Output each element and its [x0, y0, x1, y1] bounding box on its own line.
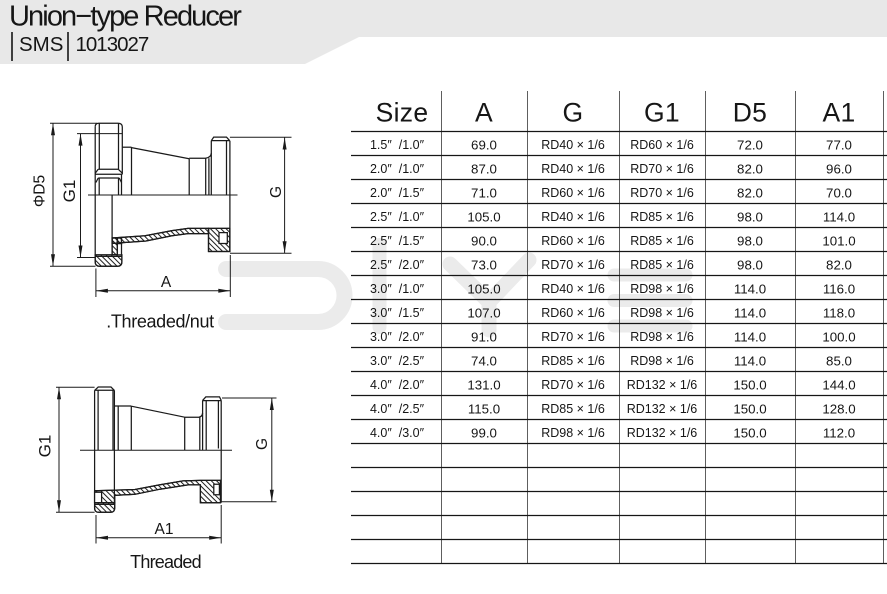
svg-text:3.0″ /1.0″: 3.0″ /1.0″	[370, 282, 425, 296]
svg-text:100.0: 100.0	[822, 329, 855, 344]
svg-text:4.0″ /2.5″: 4.0″ /2.5″	[370, 402, 425, 416]
svg-text:RD70 × 1/6: RD70 × 1/6	[541, 378, 605, 392]
svg-text:4.0″ /3.0″: 4.0″ /3.0″	[370, 426, 425, 440]
svg-text:RD70 × 1/6: RD70 × 1/6	[541, 330, 605, 344]
svg-text:3.0″ /1.5″: 3.0″ /1.5″	[370, 306, 425, 320]
svg-text:77.0: 77.0	[826, 137, 852, 152]
svg-text:A: A	[475, 98, 493, 128]
svg-text:114.0: 114.0	[734, 329, 766, 344]
svg-text:112.0: 112.0	[823, 425, 855, 440]
svg-text:G1: G1	[644, 98, 680, 128]
svg-text:107.0: 107.0	[467, 305, 500, 320]
svg-text:150.0: 150.0	[733, 401, 766, 416]
svg-text:RD132 × 1/6: RD132 × 1/6	[627, 402, 698, 416]
svg-text:RD70 × 1/6: RD70 × 1/6	[630, 162, 694, 176]
svg-text:RD85 × 1/6: RD85 × 1/6	[630, 258, 694, 272]
svg-text:G: G	[268, 186, 285, 198]
svg-text:A1: A1	[822, 98, 855, 128]
svg-text:91.0: 91.0	[471, 329, 497, 344]
svg-text:RD60 × 1/6: RD60 × 1/6	[541, 186, 605, 200]
svg-text:114.0: 114.0	[734, 353, 766, 368]
svg-text:4.0″ /2.0″: 4.0″ /2.0″	[370, 378, 425, 392]
svg-text:105.0: 105.0	[467, 209, 500, 224]
svg-text:73.0: 73.0	[471, 257, 497, 272]
svg-text:98.0: 98.0	[737, 257, 763, 272]
svg-text:RD70 × 1/6: RD70 × 1/6	[541, 258, 605, 272]
svg-text:RD40 × 1/6: RD40 × 1/6	[541, 162, 605, 176]
svg-text:72.0: 72.0	[737, 137, 763, 152]
svg-text:ΦD5: ΦD5	[32, 175, 49, 207]
svg-text:114.0: 114.0	[734, 281, 766, 296]
svg-text:RD40 × 1/6: RD40 × 1/6	[541, 282, 605, 296]
svg-text:RD98 × 1/6: RD98 × 1/6	[630, 306, 694, 320]
svg-text:G: G	[563, 98, 584, 128]
svg-text:RD60 × 1/6: RD60 × 1/6	[541, 234, 605, 248]
svg-text:74.0: 74.0	[471, 353, 497, 368]
svg-text:RD98 × 1/6: RD98 × 1/6	[630, 354, 694, 368]
svg-text:1013027: 1013027	[76, 33, 149, 56]
svg-text:RD85 × 1/6: RD85 × 1/6	[630, 210, 694, 224]
svg-text:82.0: 82.0	[737, 185, 763, 200]
svg-text:82.0: 82.0	[826, 257, 852, 272]
svg-text:RD132 × 1/6: RD132 × 1/6	[627, 426, 698, 440]
svg-text:2.5″ /1.5″: 2.5″ /1.5″	[370, 234, 425, 248]
svg-text:RD98 × 1/6: RD98 × 1/6	[630, 330, 694, 344]
svg-text:RD40 × 1/6: RD40 × 1/6	[541, 138, 605, 152]
svg-text:D5: D5	[733, 98, 767, 128]
svg-text:71.0: 71.0	[471, 185, 497, 200]
svg-text:131.0: 131.0	[467, 377, 500, 392]
svg-text:RD98 × 1/6: RD98 × 1/6	[630, 282, 694, 296]
svg-text:RD85 × 1/6: RD85 × 1/6	[630, 234, 694, 248]
svg-text:A: A	[161, 274, 172, 291]
svg-text:2.5″ /1.0″: 2.5″ /1.0″	[370, 210, 425, 224]
svg-text:144.0: 144.0	[822, 377, 855, 392]
svg-text:2.0″ /1.5″: 2.0″ /1.5″	[370, 186, 425, 200]
svg-text:70.0: 70.0	[826, 185, 852, 200]
svg-text:2.0″ /1.0″: 2.0″ /1.0″	[370, 162, 425, 176]
svg-text:98.0: 98.0	[737, 209, 763, 224]
svg-text:3.0″ /2.5″: 3.0″ /2.5″	[370, 354, 425, 368]
svg-text:1.5″ /1.0″: 1.5″ /1.0″	[370, 138, 425, 152]
svg-text:99.0: 99.0	[471, 425, 497, 440]
svg-text:.Threaded/nut: .Threaded/nut	[106, 312, 214, 332]
svg-text:SMS: SMS	[19, 33, 63, 56]
svg-text:A1: A1	[155, 521, 174, 538]
svg-text:87.0: 87.0	[471, 161, 497, 176]
svg-text:RD132 × 1/6: RD132 × 1/6	[627, 378, 698, 392]
svg-text:RD98 × 1/6: RD98 × 1/6	[541, 426, 605, 440]
svg-text:G: G	[254, 438, 271, 450]
svg-text:RD85 × 1/6: RD85 × 1/6	[541, 354, 605, 368]
svg-text:2.5″ /2.0″: 2.5″ /2.0″	[370, 258, 425, 272]
svg-text:Union−type Reducer: Union−type Reducer	[9, 1, 242, 33]
svg-text:3.0″ /2.0″: 3.0″ /2.0″	[370, 330, 425, 344]
svg-text:Threaded: Threaded	[130, 552, 201, 572]
svg-text:116.0: 116.0	[823, 281, 855, 296]
svg-text:69.0: 69.0	[471, 137, 497, 152]
svg-text:85.0: 85.0	[826, 353, 852, 368]
svg-text:101.0: 101.0	[822, 233, 855, 248]
svg-text:RD40 × 1/6: RD40 × 1/6	[541, 210, 605, 224]
svg-text:RD60 × 1/6: RD60 × 1/6	[630, 138, 694, 152]
svg-text:Size: Size	[376, 98, 429, 128]
svg-text:118.0: 118.0	[823, 305, 855, 320]
svg-text:150.0: 150.0	[733, 425, 766, 440]
svg-text:98.0: 98.0	[737, 233, 763, 248]
svg-text:114.0: 114.0	[823, 209, 855, 224]
svg-text:114.0: 114.0	[734, 305, 766, 320]
svg-text:128.0: 128.0	[822, 401, 855, 416]
svg-text:RD85 × 1/6: RD85 × 1/6	[541, 402, 605, 416]
svg-text:150.0: 150.0	[733, 377, 766, 392]
svg-text:G1: G1	[60, 180, 79, 203]
svg-text:115.0: 115.0	[468, 401, 500, 416]
svg-text:90.0: 90.0	[471, 233, 497, 248]
svg-text:G1: G1	[35, 435, 54, 458]
svg-text:82.0: 82.0	[737, 161, 763, 176]
svg-text:RD60 × 1/6: RD60 × 1/6	[541, 306, 605, 320]
svg-text:RD70 × 1/6: RD70 × 1/6	[630, 186, 694, 200]
svg-text:96.0: 96.0	[826, 161, 852, 176]
svg-text:105.0: 105.0	[467, 281, 500, 296]
